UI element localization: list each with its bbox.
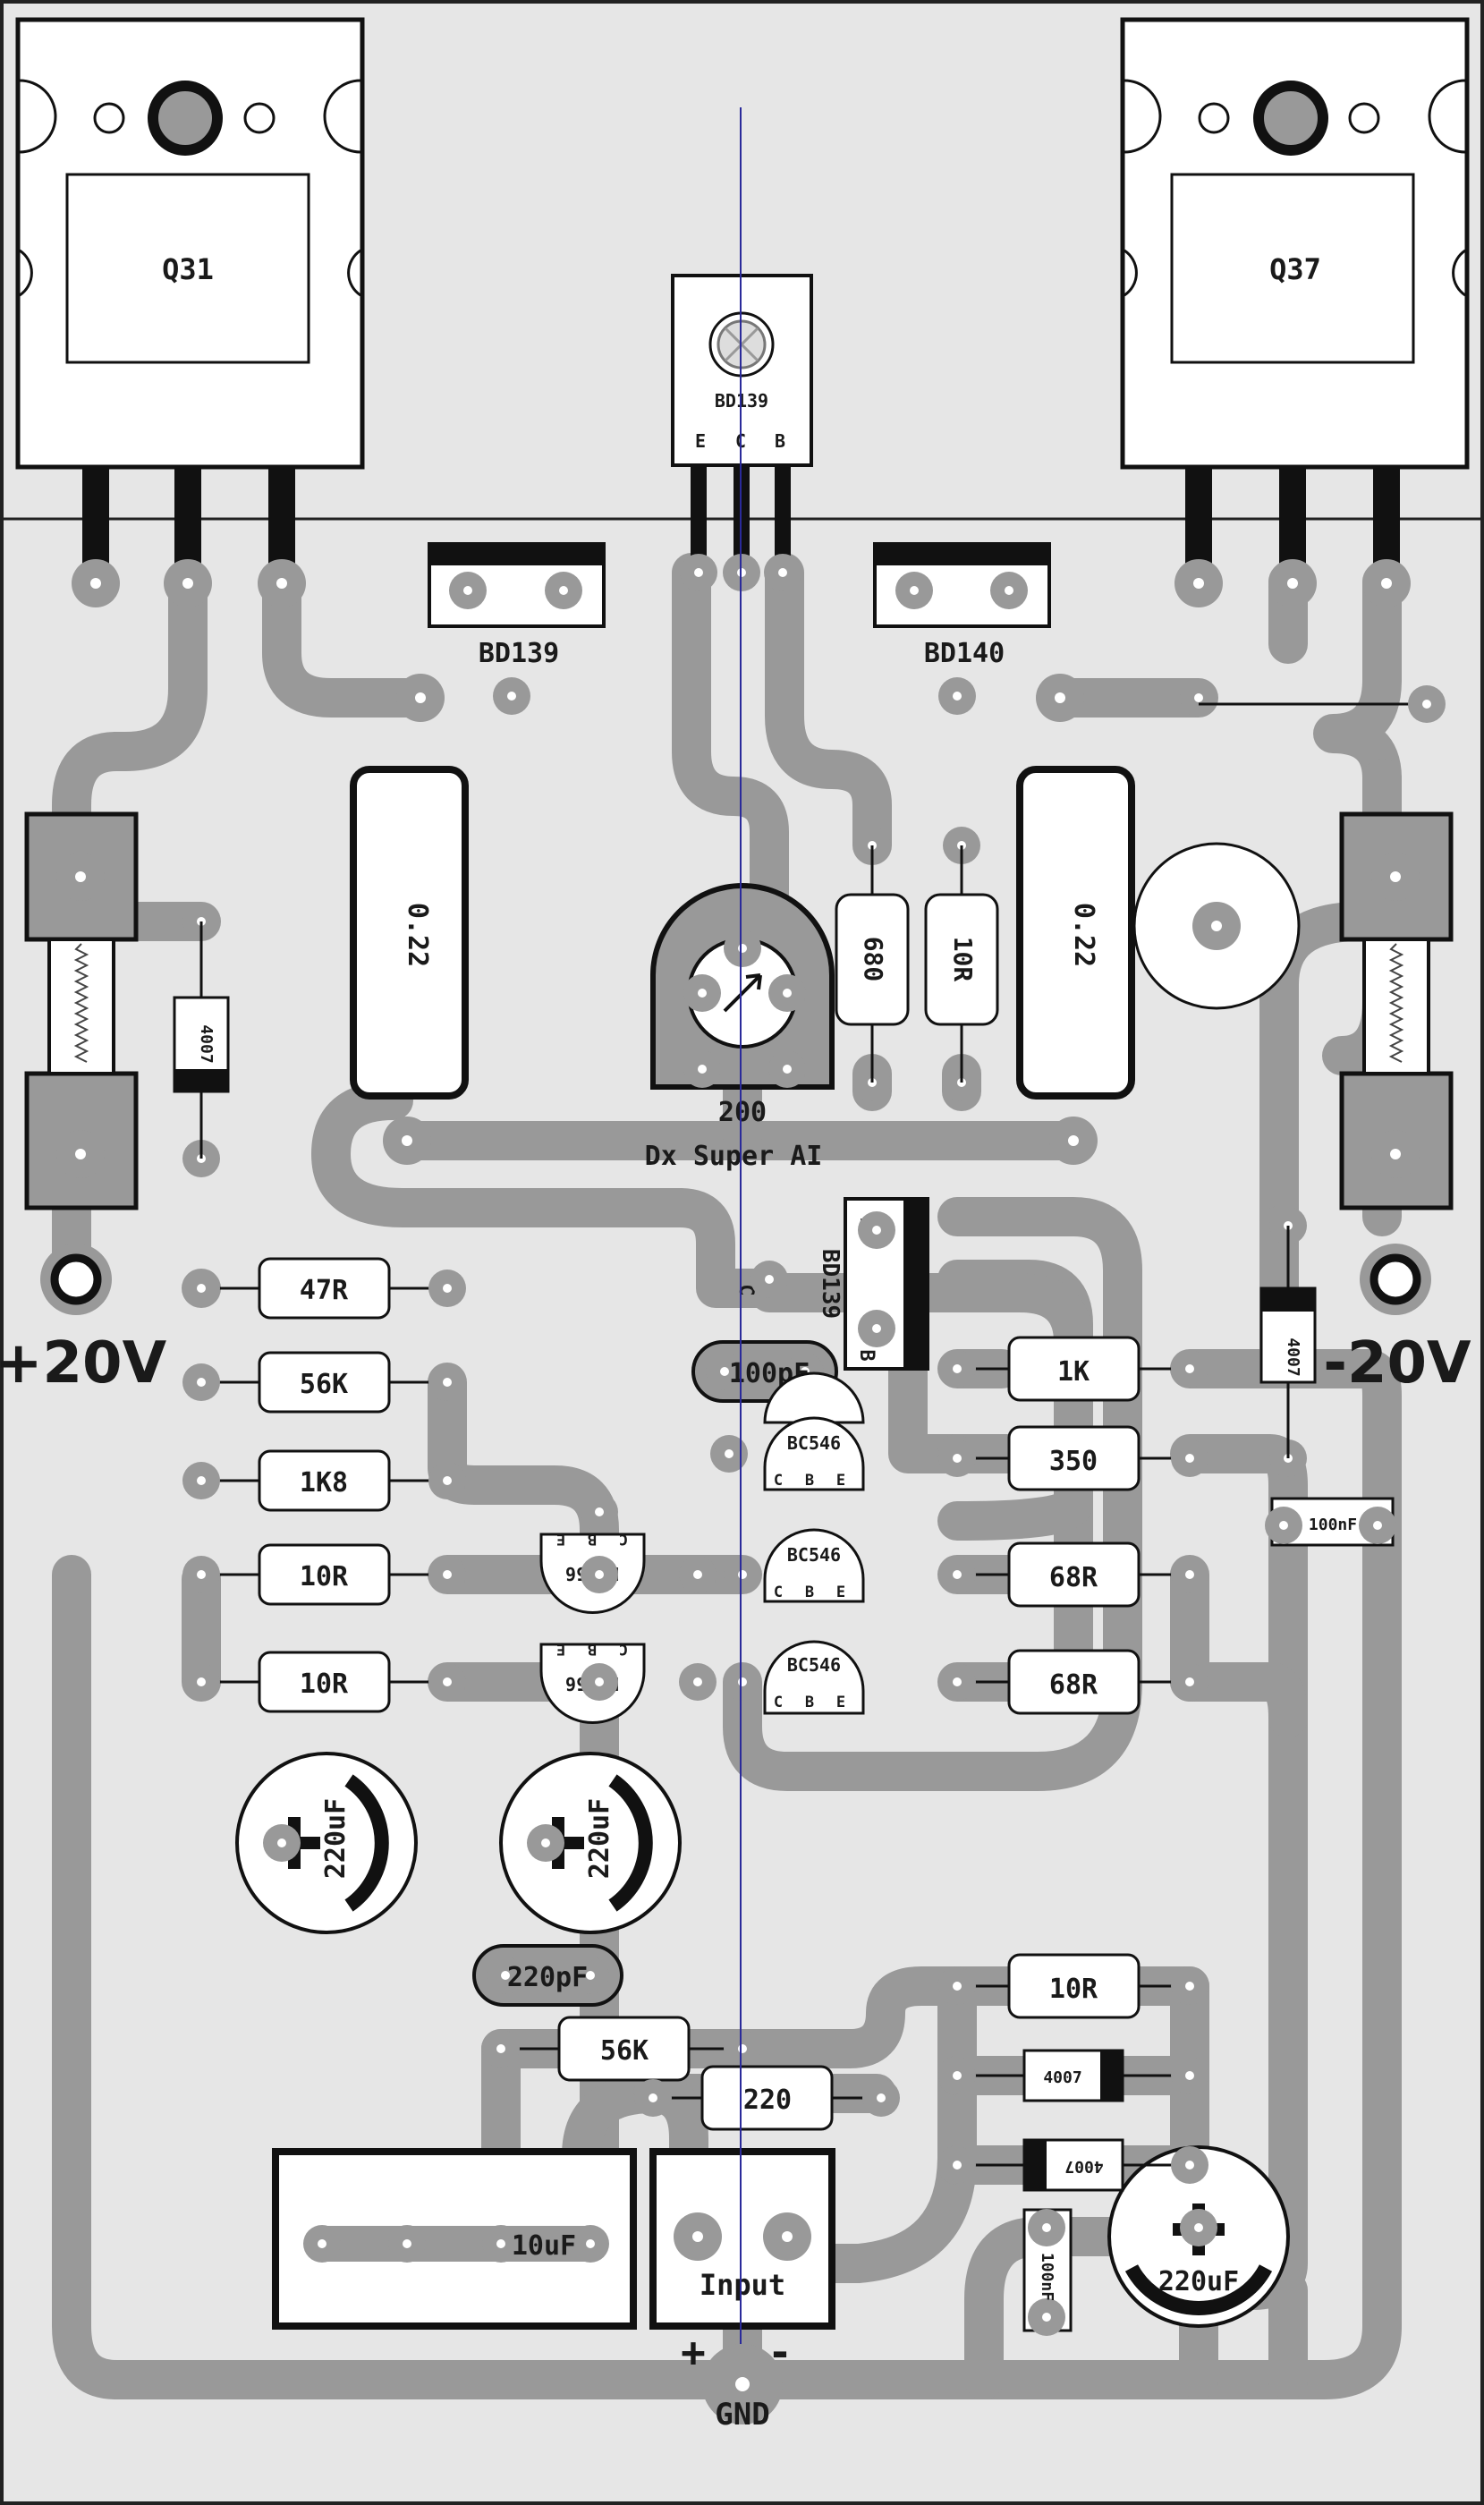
r68-upper-label: 68R (1049, 1562, 1098, 1593)
capacitor-220pf: 220pF (472, 1944, 623, 2007)
r56k-lower-label: 56K (600, 2035, 649, 2067)
r680-label: 680 (859, 937, 888, 982)
electrolytic-cap-left: 220uF (235, 1752, 418, 1934)
r10r-upper-label: 10R (300, 1561, 349, 1592)
resistor-56k-lower: 56K (482, 2016, 761, 2082)
resistor-680: 680 (835, 827, 910, 1101)
driver-bd140-label: BD140 (924, 638, 1005, 669)
bc546-middle: BC546 C B E (763, 1528, 865, 1603)
c220pf-label: 220pF (507, 1962, 588, 1993)
bc546-top-pin-c: C (774, 1472, 783, 1490)
r-emitter-left-label: 0.22 (402, 903, 433, 967)
small-transistors: BC546 C B E BC546 C B E BC546 C B E BC55… (539, 1371, 976, 1724)
trimmer-potentiometer: 200 (650, 883, 835, 1128)
bc546-mid-pin-c: C (774, 1584, 783, 1601)
c10uf-label: 10uF (512, 2230, 576, 2262)
r10r-lower-right-label: 10R (1049, 1974, 1098, 2005)
electrolytic-cap-right: 220uF (1107, 2145, 1290, 2328)
c220uf-right-label: 220uF (1158, 2266, 1239, 2297)
resistors-left-column: 47R 56K 1K8 10R 10R (182, 1257, 466, 1713)
r47-label: 47R (300, 1275, 349, 1306)
r350-label: 350 (1049, 1446, 1098, 1477)
diode-horizontal-upper: 4007 (938, 2049, 1208, 2102)
r-emitter-right-label: 0.22 (1068, 903, 1099, 967)
input-minus-label: - (767, 2328, 793, 2376)
driver-bd139: BD139 (428, 542, 606, 715)
q31-label: Q31 (162, 252, 214, 286)
bc546-top-label: BC546 (787, 1432, 841, 1454)
vas-pin-b: B (855, 1349, 878, 1361)
supply-terminal-positive: +20V (0, 1244, 167, 1397)
diode-right-label: 4007 (1284, 1337, 1302, 1376)
bc556-bot-pin-c: C (619, 1640, 628, 1658)
fuse-left (24, 811, 139, 1210)
bc546-bot-pin-e: E (836, 1694, 845, 1711)
resistor-220: 220 (634, 2065, 900, 2131)
capacitor-100nf-lower: 100nF (1022, 2208, 1073, 2336)
supply-terminal-negative: -20V (1323, 1244, 1471, 1397)
bc546-top-pin-e: E (836, 1472, 845, 1490)
ground-terminal: + - GND (681, 2328, 793, 2433)
emitter-resistor-left: 0.22 (350, 766, 469, 1100)
board-title: Dx Super AI (645, 1141, 823, 1172)
input-plus-label: + (681, 2328, 706, 2376)
input-label: Input (700, 2268, 785, 2302)
bias-pin-e: E (695, 430, 706, 452)
bc546-mid-pin-e: E (836, 1584, 845, 1601)
capacitor-10uf: 10uF (272, 2148, 637, 2330)
resistors-right-column: 1K 350 68R 68R (938, 1336, 1208, 1715)
resistor-10r-vertical: 10R (924, 827, 999, 1101)
output-transistor-q31: Q31 (15, 17, 365, 470)
bc546-middle-label: BC546 (787, 1544, 841, 1566)
capacitor-100nf-upper: 100nF (1265, 1497, 1396, 1547)
bc556-bot-pin-b: B (588, 1640, 597, 1658)
supply-negative-label: -20V (1323, 1330, 1471, 1397)
diode-left-vertical: 4007 (173, 903, 230, 1177)
ground-label: GND (715, 2397, 769, 2433)
c100nf-lower-label: 100nF (1038, 2253, 1056, 2301)
diode-horizontal-lower: 4007 (938, 2138, 1208, 2192)
q37-label: Q37 (1269, 252, 1321, 286)
resistor-10r-lower-right: 10R (938, 1953, 1208, 2019)
diode-right-vertical: 4007 (1259, 1207, 1317, 1477)
r220-label: 220 (743, 2085, 792, 2116)
diode-upper-label: 4007 (1043, 2068, 1081, 2087)
r68-lower-label: 68R (1049, 1669, 1098, 1701)
r56k-label: 56K (300, 1369, 348, 1400)
c100nf-upper-label: 100nF (1309, 1516, 1357, 1534)
input-connector: Input (649, 2148, 835, 2330)
r1k8-label: 1K8 (300, 1467, 348, 1499)
driver-bd140: BD140 (873, 542, 1051, 715)
r1k-label: 1K (1057, 1356, 1090, 1388)
bias-transistor: BD139 E C B (671, 274, 813, 591)
c220uf-left-label: 220uF (320, 1798, 352, 1879)
bc556-bot-pin-e: E (556, 1640, 565, 1658)
supply-positive-label: +20V (0, 1330, 167, 1397)
output-transistor-q37: Q37 (1120, 17, 1470, 470)
electrolytic-cap-middle: 220uF (499, 1752, 682, 1934)
vas-transistor: BD139 E B C (734, 1197, 929, 1371)
bias-pin-b: B (775, 430, 785, 452)
bc556-top-pin-b: B (588, 1530, 597, 1548)
bc556-top-pin-e: E (556, 1530, 565, 1548)
trimmer-label: 200 (718, 1097, 767, 1128)
bc546-top-pin-b: B (805, 1472, 814, 1490)
r10r-vertical-label: 10R (948, 937, 978, 982)
bc546-bottom-label: BC546 (787, 1654, 841, 1676)
bc546-bot-pin-b: B (805, 1694, 814, 1711)
diode-lower-label: 4007 (1064, 2157, 1103, 2176)
vas-label: BD139 (817, 1249, 844, 1319)
bc546-bot-pin-c: C (774, 1694, 783, 1711)
driver-bd139-label: BD139 (479, 638, 559, 669)
emitter-resistor-right: 0.22 (1016, 766, 1135, 1100)
bc546-bottom: BC546 C B E (763, 1640, 865, 1715)
bc556-top-pin-c: C (619, 1530, 628, 1548)
bc546-mid-pin-b: B (805, 1584, 814, 1601)
c220uf-middle-label: 220uF (584, 1798, 615, 1879)
r10r-lower-label: 10R (300, 1669, 349, 1700)
diode-left-label: 4007 (197, 1024, 216, 1063)
bc546-top: BC546 C B E (763, 1371, 865, 1491)
